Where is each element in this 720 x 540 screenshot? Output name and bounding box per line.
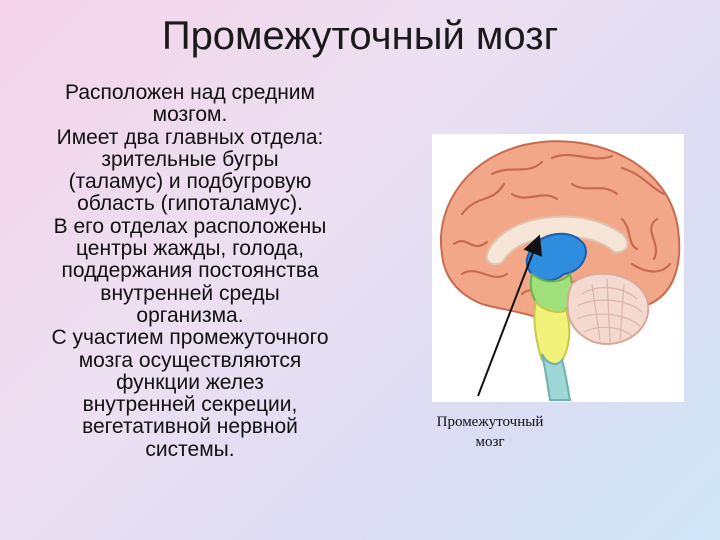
brain-sagittal-section-svg [439,140,681,401]
pons-medulla [533,299,571,367]
body-line: С участием промежуточного [51,326,329,350]
body-line: Расположен над средним [65,81,315,104]
body-line: В его отделах расположены [53,214,327,238]
cerebellum-folia [576,278,643,343]
body-line: вегетативной нервной [82,415,298,439]
body-line: центры жажды, голода, [76,237,304,261]
body-line: поддержания постоянства [61,259,319,283]
brain-illustration [432,134,684,402]
slide-body-text: Расположен над средним мозгом. Имеет два… [0,81,380,461]
figure-caption: Промежуточный мозг [390,412,590,452]
body-line: мозга осуществляются [78,348,302,372]
body-line: организма. [136,303,244,327]
caption-line: мозг [475,434,505,450]
body-line: мозгом. [152,103,228,127]
body-line: область (гипоталамус). [77,192,303,216]
body-line: функции желез [116,370,264,394]
caption-line: Промежуточный [436,414,544,430]
slide-title: Промежуточный мозг [161,14,559,58]
body-line: внутренней секреции, [82,393,298,417]
body-line: зрительные бугры [101,147,279,171]
spinal-cord [541,353,572,401]
body-line: (таламус) и подбугровую [68,170,312,194]
body-line: системы. [145,437,235,461]
body-line: внутренней среды [100,281,280,305]
body-line: Имеет два главных отдела: [56,125,324,149]
